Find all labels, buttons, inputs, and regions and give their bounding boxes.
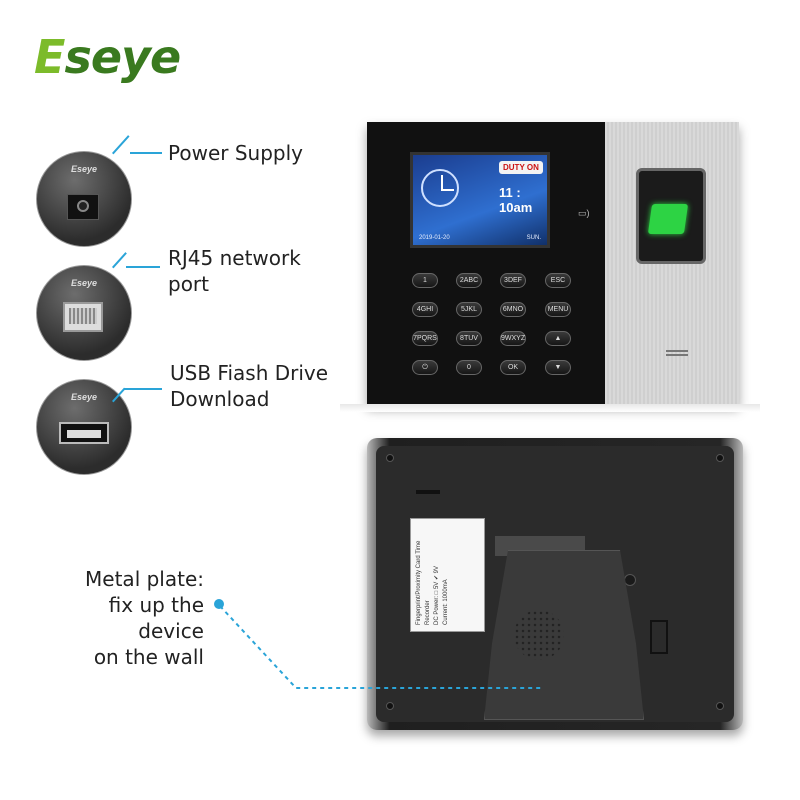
key-down[interactable]: ▼: [545, 360, 571, 375]
brand-logo: Eseye: [34, 30, 181, 84]
key-4[interactable]: 4GHI: [412, 302, 438, 317]
callout-usb: USB Fiash Drive Download: [170, 361, 329, 411]
key-3[interactable]: 3DEF: [500, 273, 526, 288]
callout-dashed-line: [219, 605, 544, 689]
screw: [716, 454, 724, 462]
power-port-closeup: Eseye: [36, 151, 132, 247]
screen-day: SUN.: [526, 235, 541, 241]
metal-wall-plate: [484, 550, 644, 720]
key-9[interactable]: 9WXYZ: [500, 331, 526, 346]
clock-icon: [421, 169, 459, 207]
speaker-grille: [666, 350, 688, 356]
fingerprint-sensor[interactable]: [647, 204, 689, 234]
key-2[interactable]: 2ABC: [456, 273, 482, 288]
key-6[interactable]: 6MNO: [500, 302, 526, 317]
power-jack-icon: [67, 194, 99, 220]
callout-power-supply: Power Supply: [168, 141, 303, 165]
key-1[interactable]: 1: [412, 273, 438, 288]
screen-date: 2019-01-20: [419, 235, 450, 241]
key-5[interactable]: 5JKL: [456, 302, 482, 317]
key-ok[interactable]: OK: [500, 360, 526, 375]
key-up[interactable]: ▲: [545, 331, 571, 346]
key-menu[interactable]: MENU: [545, 302, 571, 317]
rfid-card-icon: ▭): [578, 208, 590, 218]
spec-sticker: Fingerprint/Proximity Card Time Recorder…: [410, 518, 485, 632]
screw: [386, 454, 394, 462]
usb-port-closeup: Eseye: [36, 379, 132, 475]
key-esc[interactable]: ESC: [545, 273, 571, 288]
device-screen: DUTY ON 11 : 10am 2019-01-20 SUN.: [410, 152, 550, 248]
callout-dot: [214, 599, 224, 609]
key-8[interactable]: 8TUV: [456, 331, 482, 346]
rj45-port-closeup: Eseye: [36, 265, 132, 361]
duty-status: DUTY ON: [499, 161, 543, 174]
key-0[interactable]: 0: [456, 360, 482, 375]
key-7[interactable]: 7PQRS: [412, 331, 438, 346]
screw: [386, 702, 394, 710]
screw: [716, 702, 724, 710]
key-power[interactable]: ⏻: [412, 360, 438, 375]
callout-rj45: RJ45 network port: [168, 246, 301, 296]
screen-time: 11 : 10am: [499, 185, 533, 215]
callout-metal-plate: Metal plate: fix up the device on the wa…: [85, 567, 204, 669]
plate-vent-holes: [514, 610, 564, 660]
